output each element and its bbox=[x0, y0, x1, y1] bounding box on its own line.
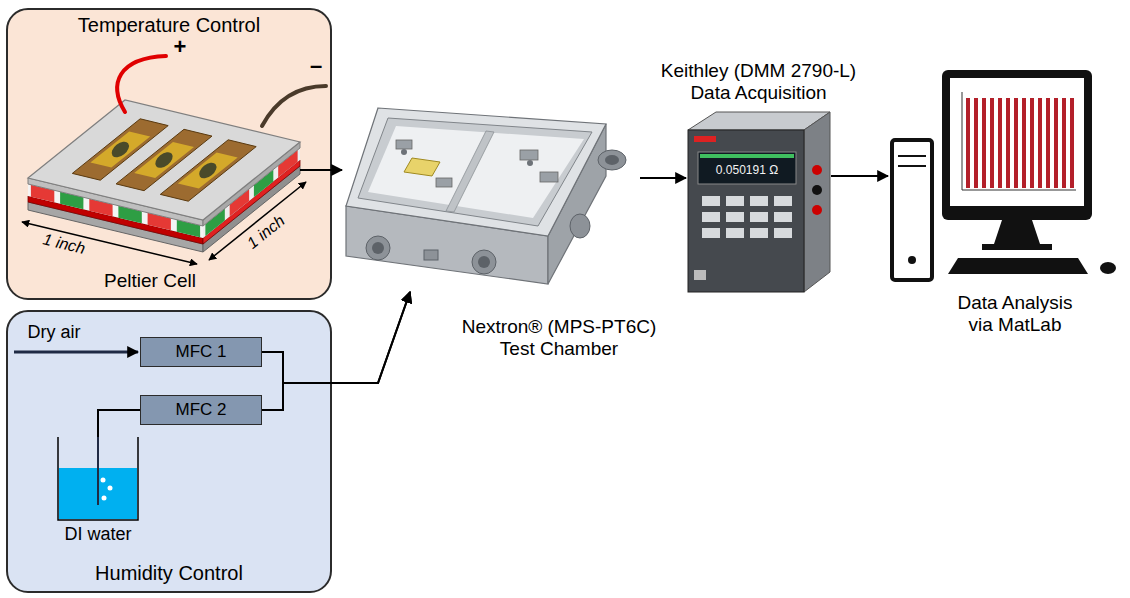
bubble bbox=[101, 478, 106, 483]
dry-air-arrow bbox=[14, 351, 138, 354]
drive-slot bbox=[898, 155, 926, 157]
cable-gland bbox=[366, 236, 390, 260]
probe bbox=[436, 178, 452, 187]
monitor-stand bbox=[994, 220, 1040, 244]
cable-gland bbox=[372, 242, 384, 254]
flow-arrow bbox=[300, 169, 342, 171]
chamber-floor bbox=[368, 126, 584, 218]
dimension-line bbox=[209, 182, 306, 260]
node-caption: Temperature Control bbox=[6, 14, 332, 37]
box-label: MFC 2 bbox=[176, 400, 227, 420]
node-caption: DI water bbox=[48, 524, 148, 545]
screw bbox=[527, 160, 533, 166]
cable-gland bbox=[605, 155, 619, 165]
computer-illustration bbox=[892, 70, 1116, 280]
chamber-rim bbox=[346, 108, 606, 236]
sensor-chip bbox=[109, 139, 132, 161]
bubble bbox=[108, 486, 113, 491]
label-anchor: – bbox=[310, 54, 322, 78]
terminal bbox=[812, 205, 822, 215]
dimension-line bbox=[22, 222, 197, 264]
multimeter-illustration bbox=[688, 112, 830, 292]
flow-arrow bbox=[262, 292, 410, 410]
part-label: Dry air bbox=[28, 323, 81, 343]
process-box: MFC 1 bbox=[140, 337, 262, 367]
node-caption: Nextron® (MPS-PT6C) Test Chamber bbox=[449, 316, 669, 360]
cable-gland bbox=[598, 150, 626, 170]
monitor-base bbox=[982, 244, 1052, 250]
cable-gland bbox=[478, 256, 490, 268]
sensor-chip bbox=[90, 131, 150, 167]
text-slot: Data Analysis via MatLab bbox=[945, 292, 1085, 336]
pc-tower bbox=[892, 140, 932, 280]
beaker bbox=[58, 437, 138, 520]
sensor-chip bbox=[152, 149, 175, 171]
text-slot: MFC 1 bbox=[141, 338, 261, 366]
screw bbox=[401, 149, 407, 155]
part-label: – bbox=[310, 54, 322, 78]
node-caption: Data Analysis via MatLab bbox=[945, 292, 1085, 336]
terminal bbox=[812, 165, 822, 175]
mouse bbox=[1100, 262, 1116, 274]
plot-bars bbox=[966, 98, 1074, 188]
display-bar bbox=[700, 154, 794, 158]
flow-arrow bbox=[640, 177, 686, 179]
screen bbox=[950, 78, 1084, 206]
keyboard bbox=[948, 258, 1088, 274]
power-button bbox=[694, 270, 706, 280]
label-anchor: 0.050191 Ω bbox=[716, 164, 778, 177]
flow-arrow bbox=[262, 292, 410, 383]
part-label: 0.050191 Ω bbox=[716, 164, 778, 177]
meter-display bbox=[698, 152, 796, 184]
cable-gland bbox=[472, 250, 496, 274]
chamber-illustration bbox=[346, 108, 626, 284]
chamber-divider bbox=[446, 131, 494, 212]
box-label: MFC 1 bbox=[176, 342, 227, 362]
sensor-chip bbox=[160, 140, 256, 201]
humidity-illustration bbox=[14, 352, 138, 520]
cable-gland bbox=[570, 214, 590, 238]
meter-front bbox=[688, 130, 804, 292]
text-slot: Nextron® (MPS-PT6C) Test Chamber bbox=[449, 316, 669, 360]
probe bbox=[520, 150, 538, 160]
text-slot: DI water bbox=[48, 524, 148, 545]
positive-wire bbox=[117, 56, 166, 112]
text-slot: Temperature Control bbox=[6, 14, 332, 37]
negative-wire bbox=[262, 86, 326, 126]
part-label: + bbox=[174, 35, 187, 59]
bubbler-pipe bbox=[97, 437, 99, 505]
process-box: MFC 2 bbox=[140, 395, 262, 425]
monitor bbox=[942, 70, 1092, 220]
node-caption: Keithley (DMM 2790-L) Data Acquisition bbox=[651, 60, 866, 104]
chamber-cavity bbox=[358, 118, 592, 226]
text-slot: Keithley (DMM 2790-L) Data Acquisition bbox=[651, 60, 866, 104]
terminal bbox=[812, 185, 822, 195]
node-caption: Peltier Cell bbox=[14, 270, 286, 292]
plot-axes bbox=[962, 92, 1076, 190]
top-plate bbox=[28, 100, 300, 220]
sample bbox=[404, 158, 440, 176]
meter-keys bbox=[702, 196, 792, 238]
sensor-chip bbox=[196, 160, 219, 182]
node-caption: Humidity Control bbox=[6, 562, 332, 585]
sensor-chip bbox=[134, 142, 194, 178]
probe bbox=[396, 140, 412, 149]
flow-arrow bbox=[98, 410, 140, 437]
flow-arrow bbox=[831, 175, 888, 177]
peltier-illustration bbox=[22, 56, 326, 264]
label-anchor: Dry air bbox=[28, 323, 81, 343]
meter-badge bbox=[694, 136, 716, 142]
meter-side bbox=[804, 112, 830, 292]
text-slot: Humidity Control bbox=[6, 562, 332, 585]
label-anchor: + bbox=[174, 35, 187, 59]
drive-slot bbox=[898, 165, 926, 167]
probe bbox=[540, 172, 558, 182]
sensor-chip bbox=[178, 152, 238, 188]
power-led bbox=[908, 256, 916, 264]
gas-port bbox=[424, 250, 438, 260]
text-slot: Peltier Cell bbox=[14, 270, 286, 292]
bubble bbox=[102, 496, 107, 501]
text-slot: MFC 2 bbox=[141, 396, 261, 424]
